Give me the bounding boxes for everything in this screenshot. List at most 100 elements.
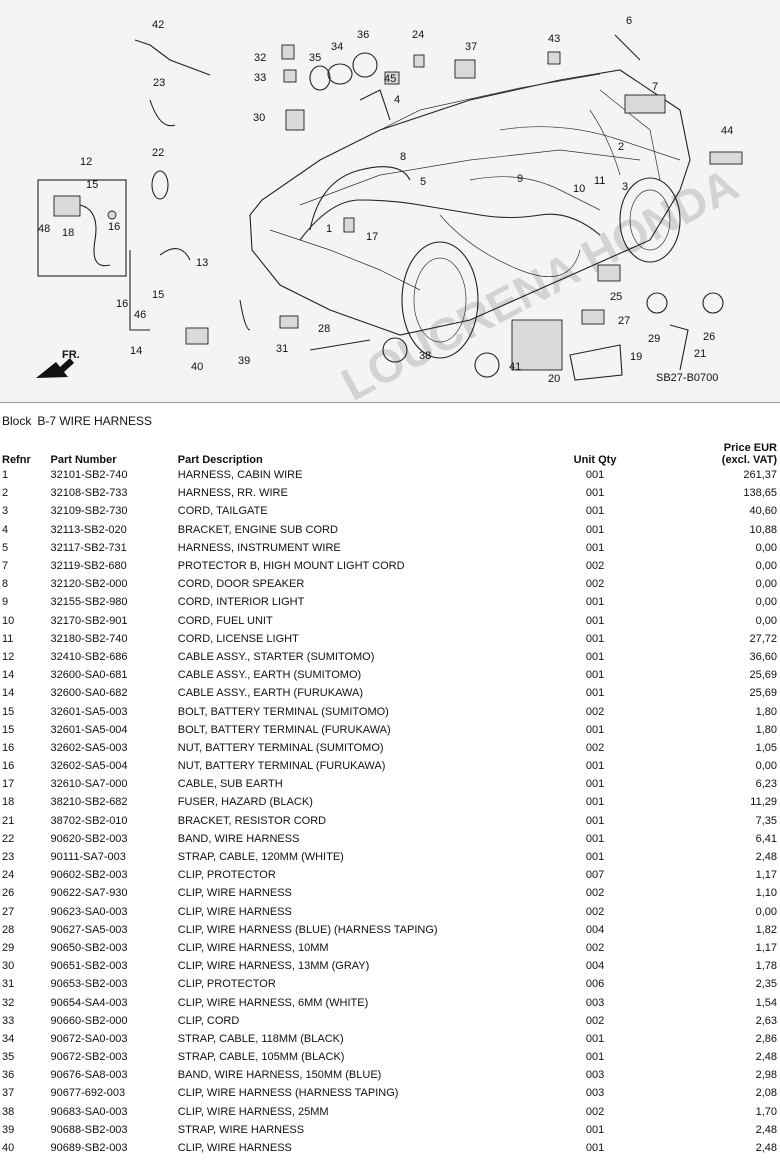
- cell-unit-qty: 001: [585, 851, 605, 864]
- cell-description: CLIP, WIRE HARNESS: [177, 1142, 292, 1155]
- cell-description: FUSER, HAZARD (BLACK): [177, 796, 313, 809]
- callout-9: 9: [517, 173, 523, 185]
- cell-refnr: 16: [2, 741, 15, 754]
- cell-unit-qty: 001: [585, 1123, 605, 1136]
- callout-33: 33: [254, 72, 266, 84]
- cell-unit-qty: 001: [585, 469, 605, 482]
- cell-refnr: 14: [2, 687, 15, 700]
- cell-price: 25,69: [749, 687, 777, 700]
- cell-description: CLIP, CORD: [177, 1014, 240, 1027]
- callout-12: 12: [80, 156, 92, 168]
- cell-refnr: 3: [2, 505, 9, 518]
- cell-refnr: 26: [2, 887, 15, 900]
- cell-price: 2,63: [755, 1014, 777, 1027]
- cell-part-number: 90627-SA5-003: [50, 923, 128, 936]
- cell-part-number: 32120-SB2-000: [50, 578, 128, 591]
- cell-unit-qty: 001: [585, 669, 605, 682]
- callout-27: 27: [618, 315, 630, 327]
- cell-description: CABLE ASSY., EARTH (SUMITOMO): [177, 669, 362, 682]
- cell-unit-qty: 002: [585, 578, 605, 591]
- cell-description: CORD, TAILGATE: [177, 505, 268, 518]
- cell-refnr: 18: [2, 796, 15, 809]
- callout-46: 46: [134, 309, 146, 321]
- cell-part-number: 90651-SB2-003: [50, 960, 128, 973]
- cell-refnr: 22: [2, 832, 15, 845]
- cell-price: 0,00: [755, 560, 777, 573]
- callout-numbers: 1 2 3 4 5 6 7 8 9 10 11 12 13 14 15 15 1…: [38, 15, 733, 385]
- callout-34: 34: [331, 41, 343, 53]
- cell-part-number: 32108-SB2-733: [50, 487, 128, 500]
- block-label: Block: [2, 414, 32, 428]
- cell-refnr: 1: [2, 469, 9, 482]
- cell-refnr: 29: [2, 941, 15, 954]
- cell-refnr: 23: [2, 851, 15, 864]
- callout-45: 45: [384, 73, 396, 85]
- cell-part-number: 90653-SB2-003: [50, 978, 128, 991]
- cell-description: CLIP, PROTECTOR: [177, 869, 276, 882]
- cell-price: 7,35: [755, 814, 777, 827]
- cell-description: HARNESS, CABIN WIRE: [177, 469, 303, 482]
- callout-25: 25: [610, 291, 622, 303]
- exploded-parts-diagram: LOUCRENA HONDA: [0, 0, 780, 403]
- callout-36: 36: [357, 29, 369, 41]
- header-part-number: Part Number: [50, 454, 117, 466]
- cell-price: 36,60: [749, 650, 777, 663]
- cell-price: 0,00: [755, 614, 777, 627]
- cell-price: 2,08: [755, 1087, 777, 1100]
- cell-refnr: 8: [2, 578, 9, 591]
- callout-40: 40: [191, 361, 203, 373]
- cell-part-number: 32101-SB2-740: [50, 469, 128, 482]
- cell-price: 1,82: [755, 923, 777, 936]
- cell-part-number: 90654-SA4-003: [50, 996, 128, 1009]
- block-value: B-7 WIRE HARNESS: [37, 414, 153, 428]
- cell-unit-qty: 001: [585, 760, 605, 773]
- cell-part-number: 32109-SB2-730: [50, 505, 128, 518]
- cell-description: CORD, DOOR SPEAKER: [177, 578, 305, 591]
- header-description: Part Description: [177, 454, 263, 466]
- cell-description: STRAP, CABLE, 105MM (BLACK): [177, 1051, 345, 1064]
- cell-description: CLIP, WIRE HARNESS, 6MM (WHITE): [177, 996, 369, 1009]
- cell-description: STRAP, CABLE, 118MM (BLACK): [177, 1032, 344, 1045]
- cell-description: BAND, WIRE HARNESS, 150MM (BLUE): [177, 1069, 382, 1082]
- cell-part-number: 90672-SB2-003: [50, 1051, 128, 1064]
- cell-price: 1,54: [755, 996, 777, 1009]
- callout-41: 41: [509, 361, 521, 373]
- callout-10: 10: [573, 183, 585, 195]
- cell-price: 6,41: [755, 832, 777, 845]
- cell-part-number: 32155-SB2-980: [50, 596, 128, 609]
- wire-harness-paths: [299, 109, 681, 277]
- small-parts: [129, 34, 743, 381]
- cell-unit-qty: 002: [585, 887, 605, 900]
- cell-unit-qty: 001: [585, 796, 605, 809]
- callout-22: 22: [152, 147, 164, 159]
- callout-17: 17: [366, 231, 378, 243]
- parts-table: Refnr Part Number Part Description Unit …: [0, 434, 780, 1157]
- cell-part-number: 32170-SB2-901: [50, 614, 128, 627]
- cell-price: 1,80: [755, 723, 777, 736]
- cell-refnr: 34: [2, 1032, 15, 1045]
- cell-part-number: 90672-SA0-003: [50, 1032, 128, 1045]
- callout-26: 26: [703, 331, 715, 343]
- cell-unit-qty: 002: [585, 905, 605, 918]
- cell-unit-qty: 001: [585, 1142, 605, 1155]
- cell-description: CLIP, WIRE HARNESS, 10MM: [177, 941, 329, 954]
- header-price-line1: Price EUR: [723, 442, 777, 454]
- cell-part-number: 90622-SA7-930: [50, 887, 128, 900]
